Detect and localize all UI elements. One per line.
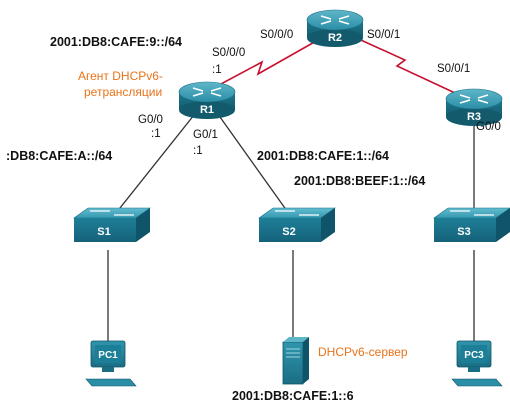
- r1-g00-label: G0/0: [138, 114, 163, 126]
- r1-g01-label: G0/1: [193, 129, 218, 141]
- pc-pc1[interactable]: PC1: [85, 340, 137, 387]
- switch-s3[interactable]: S3: [433, 207, 510, 242]
- router-arrows-icon: [320, 15, 350, 25]
- switch-s2-label: S2: [282, 226, 295, 238]
- pc-pc3-label: PC3: [464, 350, 484, 361]
- r1-g00-host: :1: [151, 128, 161, 140]
- r3-g00-label: G0/0: [476, 121, 501, 133]
- switch-arrows-icon: [275, 210, 319, 216]
- switch-arrows-icon: [450, 210, 494, 216]
- pc-pc1-label: PC1: [98, 350, 118, 361]
- link-r1-r2-serial: [205, 39, 319, 93]
- link-r1-s1: [111, 109, 199, 219]
- server-address: 2001:DB8:CAFE:1::6: [232, 389, 354, 403]
- r1-s000-label: S0/0/0: [212, 47, 245, 59]
- link-r1-s2: [214, 109, 293, 219]
- switch-s2[interactable]: S2: [258, 207, 336, 242]
- relay-agent-label-1: Агент DHCPv6-: [78, 69, 163, 83]
- r3-s001-label: S0/0/1: [437, 63, 470, 75]
- network-r1-r2: 2001:DB8:CAFE:9::/64: [50, 35, 182, 49]
- router-r2[interactable]: R2: [306, 9, 364, 47]
- pc-pc3[interactable]: PC3: [451, 340, 503, 387]
- router-r1[interactable]: R1: [178, 81, 236, 119]
- router-arrows-icon: [459, 94, 489, 104]
- r2-s001-label: S0/0/1: [367, 29, 400, 41]
- link-r2-r3-serial: [351, 35, 469, 100]
- network-lan-beef: 2001:DB8:BEEF:1::/64: [294, 174, 425, 188]
- network-lan-a: :DB8:CAFE:A::/64: [6, 149, 112, 163]
- switch-s3-label: S3: [457, 226, 470, 238]
- router-r1-label: R1: [200, 104, 214, 116]
- switch-s1[interactable]: S1: [73, 207, 151, 242]
- switch-s1-label: S1: [97, 226, 110, 238]
- dhcp-server[interactable]: [282, 337, 309, 385]
- r1-g01-host: :1: [193, 145, 203, 157]
- router-r3-label: R3: [467, 111, 481, 123]
- router-arrows-icon: [192, 87, 222, 97]
- network-lan-1: 2001:DB8:CAFE:1::/64: [257, 149, 389, 163]
- dhcp-server-label: DHCPv6-сервер: [318, 345, 408, 359]
- r2-s000-label: S0/0/0: [260, 29, 293, 41]
- router-r3[interactable]: R3: [445, 88, 503, 126]
- router-r2-label: R2: [328, 32, 342, 44]
- switch-arrows-icon: [90, 210, 134, 216]
- r1-s000-host: :1: [212, 64, 222, 76]
- relay-agent-label-2: ретрансляции: [84, 85, 162, 99]
